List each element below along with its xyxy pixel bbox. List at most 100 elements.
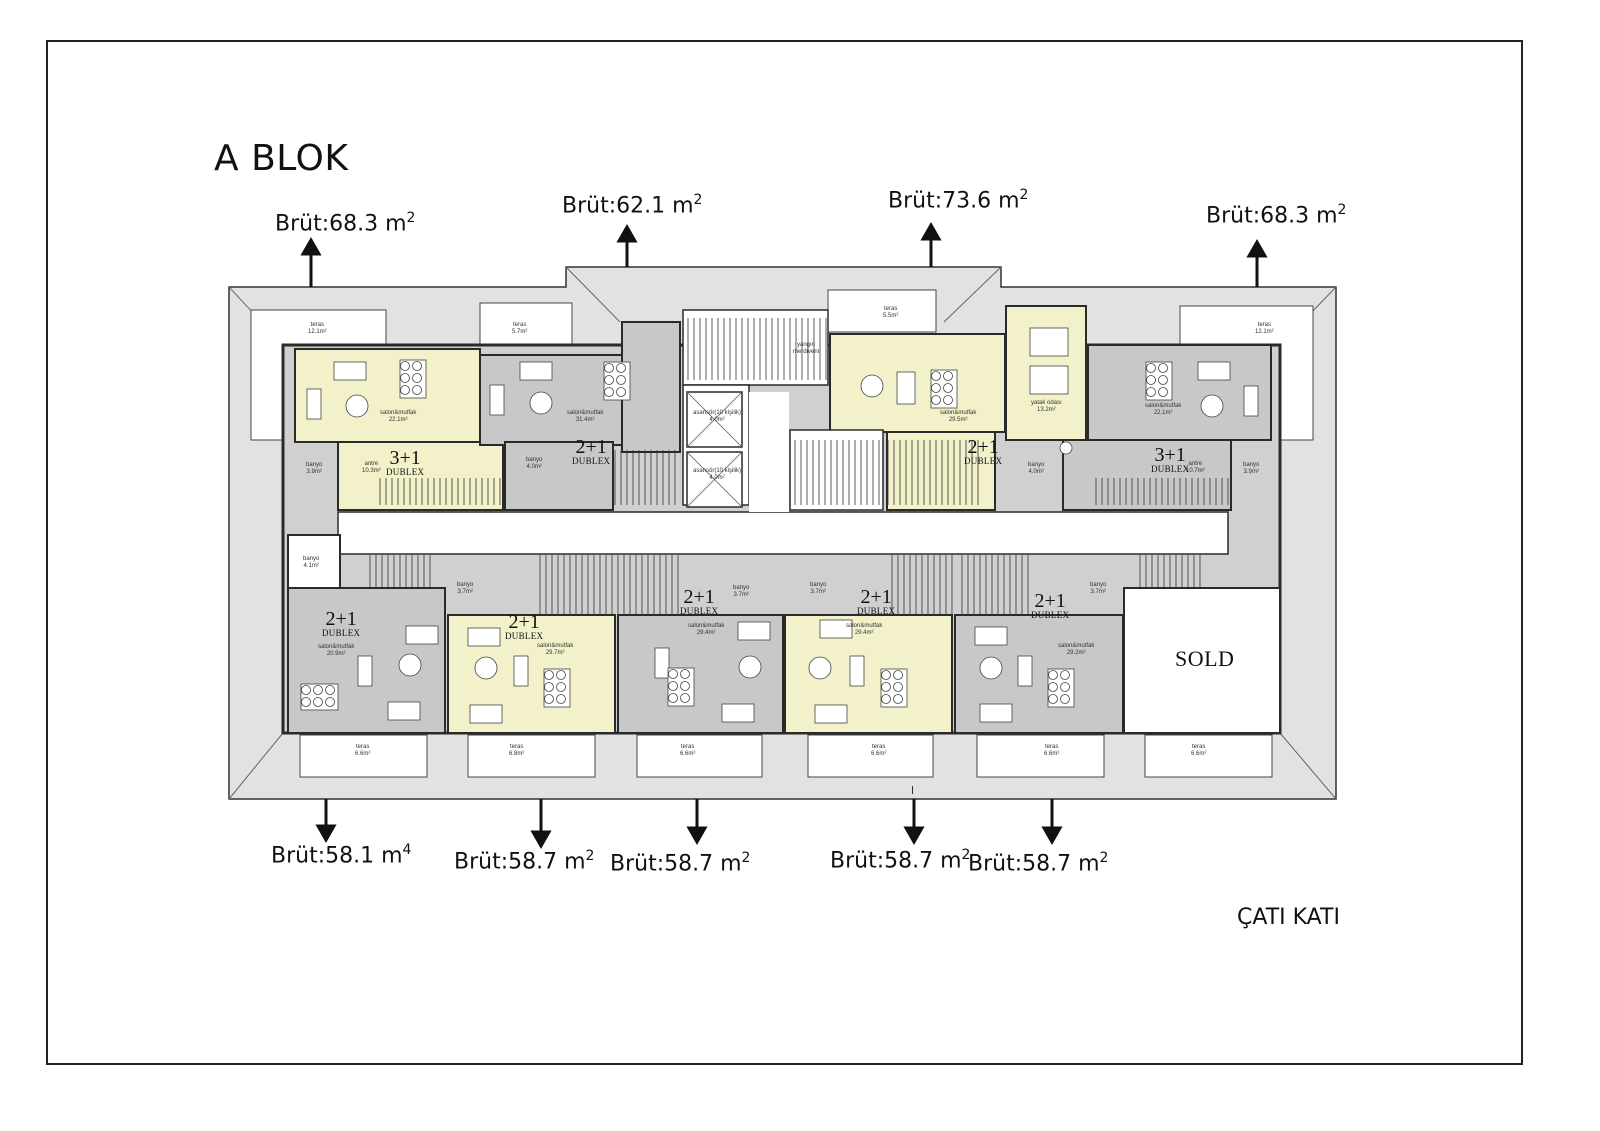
chair: [604, 363, 614, 373]
chair: [1158, 375, 1168, 385]
section-marker: [912, 786, 913, 794]
chair: [556, 694, 566, 704]
bottom-terraces: [299, 734, 1273, 778]
furniture: [300, 327, 1259, 724]
chair: [616, 375, 626, 385]
chair: [604, 387, 614, 397]
chair: [400, 361, 410, 371]
sofa: [387, 701, 421, 721]
sofa: [333, 361, 367, 381]
sofa: [737, 621, 771, 641]
chair: [943, 371, 953, 381]
round-table: [808, 656, 832, 680]
chair: [544, 694, 554, 704]
bed: [1029, 327, 1069, 357]
sofa: [819, 619, 853, 639]
gross-area-bottom-1: Brüt:58.1 m4: [271, 842, 412, 869]
chair: [556, 682, 566, 692]
sofa: [469, 704, 503, 724]
chair: [400, 373, 410, 383]
chair: [680, 669, 690, 679]
chair: [1158, 363, 1168, 373]
round-table: [345, 394, 369, 418]
chair: [680, 681, 690, 691]
sofa: [519, 361, 553, 381]
sofa: [849, 655, 865, 687]
round-table: [979, 656, 1003, 680]
chair: [412, 373, 422, 383]
bed: [1029, 365, 1069, 395]
chair: [1048, 670, 1058, 680]
chair: [544, 670, 554, 680]
chair: [893, 682, 903, 692]
sofa: [405, 625, 439, 645]
chair: [301, 697, 311, 707]
chair: [1146, 375, 1156, 385]
gross-area-top-4: Brüt:68.3 m2: [1206, 202, 1347, 229]
gross-area-bottom-3: Brüt:58.7 m2: [610, 850, 751, 877]
chair: [668, 693, 678, 703]
gross-area-top-2: Brüt:62.1 m2: [562, 192, 703, 219]
chair: [1048, 694, 1058, 704]
sofa: [357, 655, 373, 687]
chair: [680, 693, 690, 703]
gross-area-bottom-4: Brüt:58.7 m2: [830, 847, 971, 874]
sofa: [1197, 361, 1231, 381]
chair: [893, 670, 903, 680]
chair: [616, 387, 626, 397]
sofa: [306, 388, 322, 420]
chair: [943, 383, 953, 393]
chair: [1146, 363, 1156, 373]
chair: [1146, 387, 1156, 397]
sofa: [1243, 385, 1259, 417]
chair: [931, 395, 941, 405]
room-label: yangın merdiveni: [792, 342, 819, 355]
chair: [1048, 682, 1058, 692]
gross-area-bottom-5: Brüt:58.7 m2: [968, 850, 1109, 877]
chair: [931, 371, 941, 381]
floor-label: ÇATI KATI: [1237, 905, 1340, 930]
sofa: [513, 655, 529, 687]
page-frame: [46, 40, 1523, 1065]
chair: [668, 681, 678, 691]
room-label: asansör(10 kişilik)4.0m²: [693, 410, 742, 423]
area-arrows: [300, 221, 1268, 850]
chair: [412, 385, 422, 395]
gross-area-top-1: Brüt:68.3 m2: [275, 210, 416, 237]
chair: [400, 385, 410, 395]
chair: [325, 685, 335, 695]
room-label: asansör(10 kişilik)4.0m²: [693, 468, 742, 481]
sofa: [974, 626, 1008, 646]
chair: [313, 685, 323, 695]
round-table: [474, 656, 498, 680]
chair: [301, 685, 311, 695]
block-title: A BLOK: [214, 138, 349, 179]
chair: [931, 383, 941, 393]
